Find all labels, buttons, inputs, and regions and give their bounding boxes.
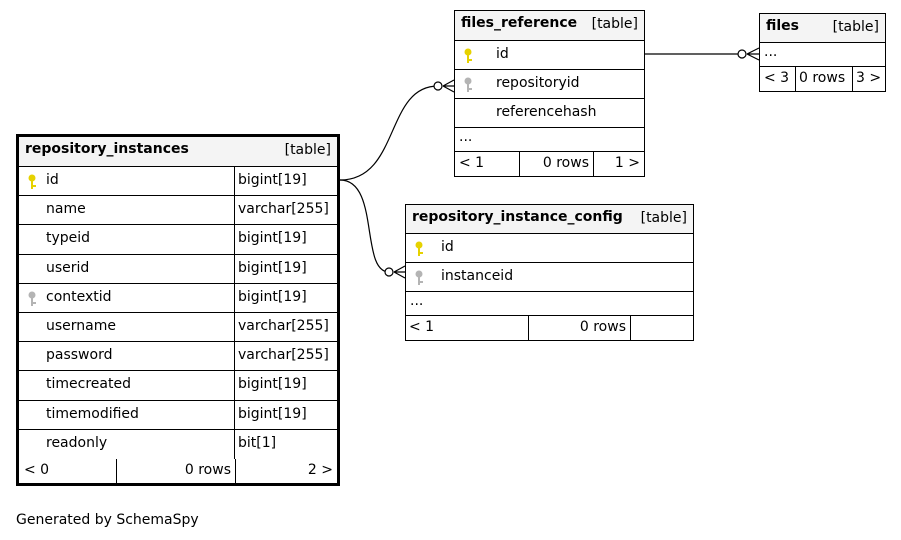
- foreign-key-icon: [414, 269, 428, 287]
- parents-count[interactable]: < 0: [24, 462, 50, 478]
- table-name[interactable]: repository_instances: [25, 141, 189, 157]
- edge-instances-to-files-reference: [339, 85, 439, 181]
- table-footer: < 1 0 rows: [406, 316, 693, 340]
- column-row: timecreated bigint[19]: [19, 371, 337, 401]
- column-type: bigint[19]: [238, 288, 307, 305]
- row-count: 0 rows: [799, 70, 846, 86]
- column-row: contextid bigint[19]: [19, 283, 337, 313]
- primary-key-icon: [463, 47, 477, 65]
- table-type: [table]: [640, 210, 687, 226]
- table-header: files [table]: [760, 14, 885, 43]
- ellipsis-row: ...: [406, 292, 693, 316]
- children-count[interactable]: 2 >: [307, 462, 333, 478]
- table-repository-instance-config: repository_instance_config [table] id in…: [405, 204, 694, 341]
- column-type: bigint[19]: [238, 405, 307, 422]
- column-name: username: [46, 318, 116, 334]
- column-row: repositoryid: [455, 70, 644, 99]
- edge-optional-marker: [737, 49, 747, 59]
- edge-many-marker: [746, 47, 760, 61]
- column-row: readonly bit[1]: [19, 429, 337, 459]
- column-name: instanceid: [441, 268, 514, 284]
- table-name[interactable]: files: [766, 18, 800, 34]
- table-footer: < 1 0 rows 1 >: [455, 152, 644, 176]
- edge-many-marker: [442, 79, 455, 93]
- parents-count[interactable]: < 1: [409, 319, 435, 335]
- column-row: typeid bigint[19]: [19, 225, 337, 255]
- column-name: typeid: [46, 230, 91, 247]
- more-columns-ellipsis: ...: [764, 44, 778, 60]
- edge-instances-to-instance-config: [339, 179, 390, 273]
- children-count[interactable]: 1 >: [614, 155, 640, 171]
- row-count: 0 rows: [184, 462, 231, 478]
- primary-key-icon: [27, 173, 41, 191]
- column-row: password varchar[255]: [19, 342, 337, 372]
- column-name: id: [496, 46, 509, 62]
- column-name: readonly: [46, 434, 108, 451]
- column-row: id bigint[19]: [19, 167, 337, 197]
- column-type: varchar[255]: [238, 318, 329, 334]
- column-row: name varchar[255]: [19, 196, 337, 226]
- column-type: varchar[255]: [238, 347, 329, 364]
- more-columns-ellipsis: ...: [459, 129, 473, 145]
- column-type: bigint[19]: [238, 172, 307, 188]
- edge-optional-marker: [384, 267, 394, 277]
- table-type: [table]: [832, 19, 879, 35]
- row-count: 0 rows: [579, 319, 626, 335]
- column-type: bigint[19]: [238, 376, 307, 393]
- table-files: files [table] ... < 3 0 rows 3 >: [759, 13, 886, 92]
- ellipsis-row: ...: [455, 128, 644, 152]
- table-footer: < 0 0 rows 2 >: [19, 459, 337, 483]
- edge-optional-marker: [433, 81, 443, 91]
- table-name[interactable]: files_reference: [461, 15, 578, 31]
- column-name: timemodified: [46, 405, 139, 422]
- edge-many-marker: [393, 265, 406, 279]
- column-type: varchar[255]: [238, 201, 329, 218]
- table-header: files_reference [table]: [455, 11, 644, 41]
- table-header: repository_instances [table]: [19, 137, 337, 167]
- table-repository-instances: repository_instances [table] id bigint[19…: [16, 134, 340, 486]
- parents-count[interactable]: < 1: [459, 155, 485, 171]
- column-name: password: [46, 347, 113, 364]
- column-row: referencehash: [455, 99, 644, 128]
- more-columns-ellipsis: ...: [410, 293, 424, 309]
- children-count[interactable]: 3 >: [856, 70, 882, 86]
- row-count: 0 rows: [542, 155, 589, 171]
- column-name: name: [46, 201, 86, 218]
- column-type: bit[1]: [238, 434, 277, 451]
- column-row: username varchar[255]: [19, 313, 337, 343]
- column-type: bigint[19]: [238, 230, 307, 247]
- table-files-reference: files_reference [table] id repositoryid …: [454, 10, 645, 177]
- primary-key-icon: [414, 240, 428, 258]
- ellipsis-row: ...: [760, 43, 885, 67]
- column-type: bigint[19]: [238, 259, 307, 276]
- column-row: userid bigint[19]: [19, 254, 337, 284]
- foreign-key-icon: [27, 290, 41, 308]
- table-type: [table]: [284, 142, 331, 158]
- column-name: referencehash: [496, 104, 597, 120]
- foreign-key-icon: [463, 76, 477, 94]
- table-footer: < 3 0 rows 3 >: [760, 67, 885, 91]
- column-name: repositoryid: [496, 75, 580, 91]
- column-name: userid: [46, 259, 90, 276]
- table-name[interactable]: repository_instance_config: [412, 209, 623, 225]
- table-header: repository_instance_config [table]: [406, 205, 693, 234]
- column-name: id: [441, 239, 454, 255]
- parents-count[interactable]: < 3: [764, 70, 790, 86]
- column-row: id: [406, 234, 693, 263]
- generated-by-label: Generated by SchemaSpy: [16, 512, 199, 528]
- column-name: id: [46, 172, 59, 188]
- table-type: [table]: [591, 16, 638, 32]
- column-row: instanceid: [406, 263, 693, 292]
- column-row: id: [455, 41, 644, 70]
- column-row: timemodified bigint[19]: [19, 400, 337, 430]
- column-name: contextid: [46, 288, 112, 305]
- column-name: timecreated: [46, 376, 131, 393]
